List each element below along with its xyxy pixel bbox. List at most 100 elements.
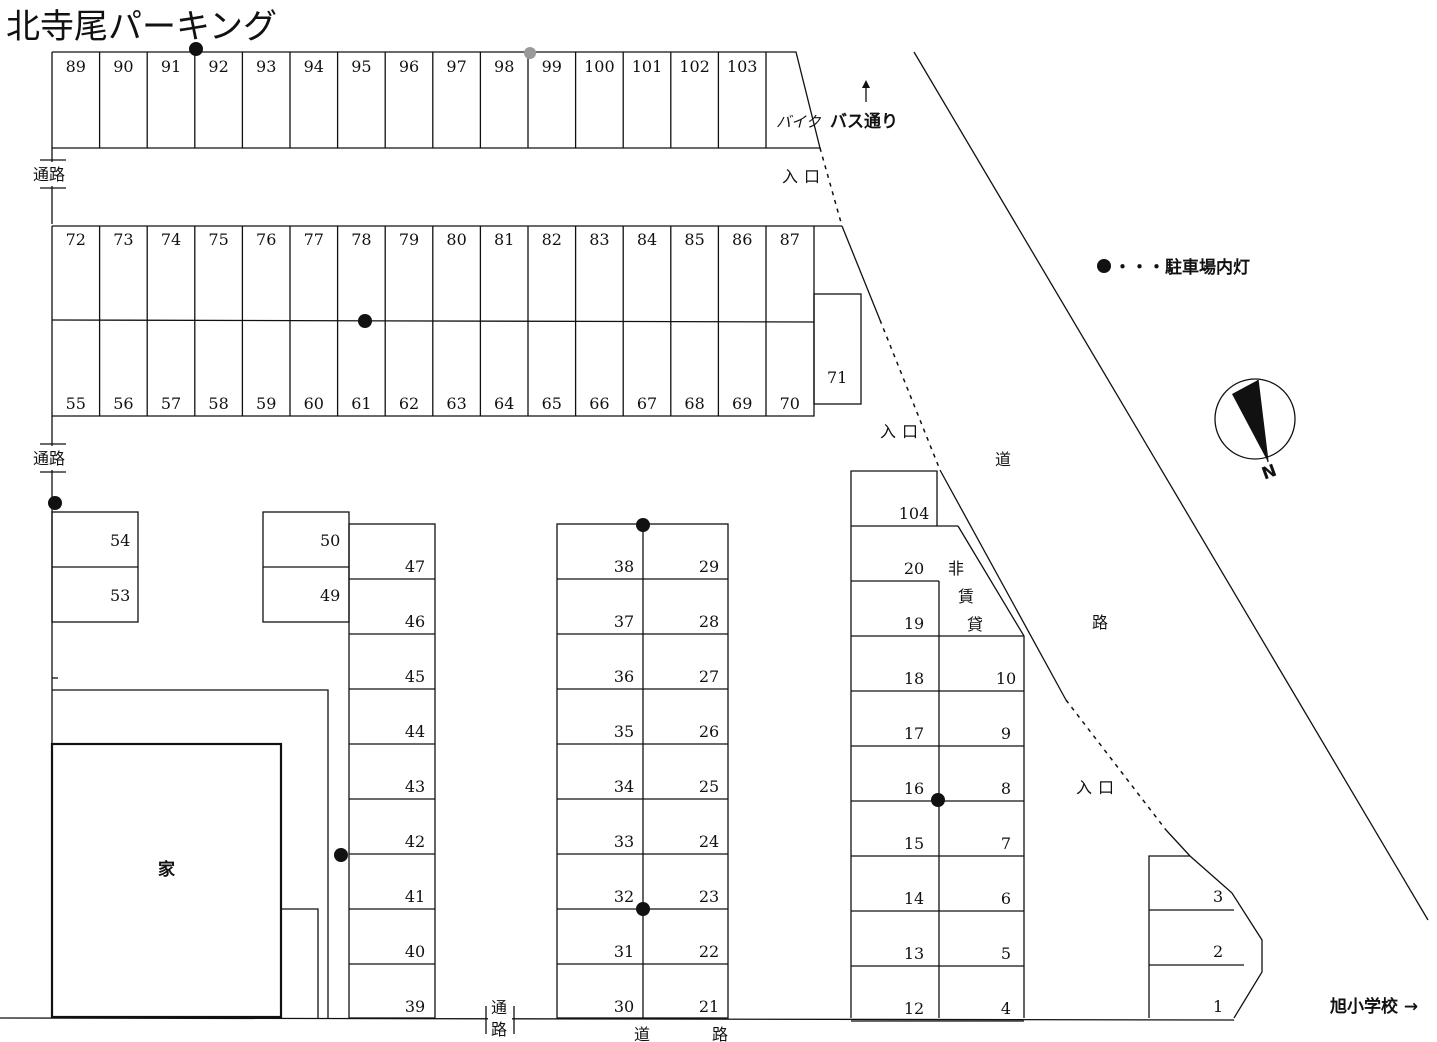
space-68: 68 [684, 394, 704, 413]
space-89: 89 [66, 57, 86, 76]
space-83: 83 [589, 230, 609, 249]
house-area: 家 [50, 677, 329, 1019]
space-61: 61 [351, 394, 371, 413]
space-1: 1 [1213, 997, 1223, 1016]
space-87: 87 [780, 230, 800, 249]
left-pair-block: 54 53 [51, 511, 139, 623]
space-66: 66 [589, 394, 609, 413]
space-99: 99 [542, 57, 562, 76]
space-38: 38 [614, 557, 634, 576]
entrance-label-top: 入口 [782, 167, 826, 186]
space-18: 18 [904, 669, 924, 688]
space-59: 59 [256, 394, 276, 413]
space-56: 56 [113, 394, 133, 413]
north-label: N [1259, 461, 1279, 485]
bus-street-marker: バス通り [830, 80, 898, 132]
light-dot-icon [334, 848, 348, 862]
space-80: 80 [446, 230, 466, 249]
space-64: 64 [494, 394, 514, 413]
space-57: 57 [161, 394, 181, 413]
space-96: 96 [399, 57, 419, 76]
space-24: 24 [699, 832, 719, 851]
light-dot-icon [48, 496, 62, 510]
entrance-label-bottom: 入口 [1076, 778, 1120, 797]
space-42: 42 [405, 832, 425, 851]
light-dot-icon [1097, 259, 1111, 273]
space-92: 92 [208, 57, 228, 76]
space-32: 32 [614, 887, 634, 906]
north-arrow-icon [1232, 380, 1268, 462]
bottom-road-char-1: 道 [634, 1025, 650, 1042]
space-12: 12 [904, 999, 924, 1018]
space-2: 2 [1213, 942, 1223, 961]
space-10: 10 [996, 669, 1016, 688]
light-dot-icon [636, 518, 650, 532]
space-7: 7 [1001, 834, 1011, 853]
space-67: 67 [637, 394, 657, 413]
space-13: 13 [904, 944, 924, 963]
space-23: 23 [699, 887, 719, 906]
space-44: 44 [405, 722, 425, 741]
bike-space-label: バイク [776, 113, 822, 131]
page-title: 北寺尾パーキング [6, 7, 277, 47]
space-91: 91 [161, 57, 181, 76]
space-100: 100 [584, 57, 615, 76]
space-73: 73 [113, 230, 133, 249]
space-101: 101 [632, 57, 663, 76]
space-14: 14 [904, 889, 924, 908]
space-49: 49 [320, 586, 340, 605]
bottom-passage-char-1: 通路 [491, 998, 507, 1039]
space-54: 54 [110, 531, 130, 550]
space-22: 22 [699, 942, 719, 961]
space-30: 30 [614, 997, 634, 1016]
house-label: 家 [158, 859, 175, 880]
space-55: 55 [66, 394, 86, 413]
space-78: 78 [351, 230, 371, 249]
space-53: 53 [110, 586, 130, 605]
space-40: 40 [405, 942, 425, 961]
space-9: 9 [1001, 724, 1011, 743]
space-36: 36 [614, 667, 634, 686]
school-direction-label: 旭小学校 → [1329, 996, 1418, 1017]
road-char-right-2: 路 [1092, 613, 1108, 632]
space-20: 20 [904, 559, 924, 578]
passage-label-2: 通路 [33, 449, 65, 468]
passage-label-1: 通路 [33, 165, 65, 184]
space-70: 70 [780, 394, 800, 413]
space-60: 60 [304, 394, 324, 413]
space-28: 28 [699, 612, 719, 631]
not-for-rent-char-3: 貸 [967, 615, 983, 634]
space-85: 85 [684, 230, 704, 249]
space-69: 69 [732, 394, 752, 413]
space-76: 76 [256, 230, 276, 249]
entrance-label-mid: 入口 [880, 422, 924, 441]
space-26: 26 [699, 722, 719, 741]
space-21: 21 [699, 997, 719, 1016]
space-75: 75 [208, 230, 228, 249]
space-5: 5 [1001, 944, 1011, 963]
space-4: 4 [1001, 999, 1011, 1018]
space-97: 97 [446, 57, 466, 76]
space-104: 104 [899, 504, 930, 523]
space-62: 62 [399, 394, 419, 413]
space-47: 47 [405, 557, 425, 576]
column-3-1: 3 2 1 [1148, 855, 1244, 1018]
space-103: 103 [727, 57, 758, 76]
space-65: 65 [542, 394, 562, 413]
space-39: 39 [405, 997, 425, 1016]
passage-marker-1: 通路 [30, 148, 74, 224]
mid-pair-block: 50 49 [262, 511, 350, 623]
north-compass: N [1214, 378, 1296, 485]
space-29: 29 [699, 557, 719, 576]
space-15: 15 [904, 834, 924, 853]
space-46: 46 [405, 612, 425, 631]
space-93: 93 [256, 57, 276, 76]
bottom-road-char-2: 路 [712, 1025, 728, 1042]
space-43: 43 [405, 777, 425, 796]
space-71: 71 [827, 368, 847, 387]
light-dot-icon [931, 793, 945, 807]
space-82: 82 [542, 230, 562, 249]
